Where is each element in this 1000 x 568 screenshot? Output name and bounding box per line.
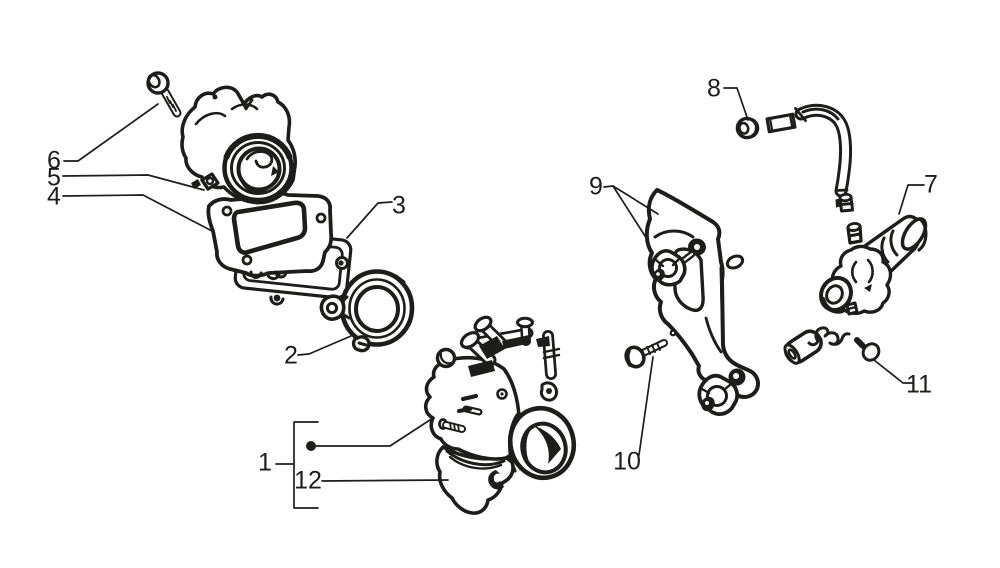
callout-9: 9 — [589, 172, 603, 201]
leader-1-line — [315, 417, 434, 447]
callout-12: 12 — [294, 466, 322, 495]
leader-6 — [63, 103, 159, 162]
leader-10 — [638, 356, 654, 456]
callout-7: 7 — [924, 170, 938, 199]
callout-10: 10 — [613, 447, 641, 476]
callout-1: 1 — [258, 448, 272, 477]
fuel-hose-drawing — [735, 103, 854, 213]
leader-1-dot — [306, 441, 316, 451]
callout-8: 8 — [707, 74, 721, 103]
leader-12 — [321, 479, 449, 482]
callout-4: 4 — [47, 182, 61, 211]
carburetor-drawing — [423, 315, 577, 515]
intake-elbow-drawing — [819, 214, 928, 316]
support-bracket-drawing — [644, 188, 760, 416]
leader-5 — [62, 174, 205, 191]
cover-screw-drawing — [146, 71, 648, 348]
callout-11: 11 — [906, 370, 932, 399]
callout-leader-lines — [62, 87, 925, 509]
leader-1-bracket — [293, 421, 319, 509]
retaining-clip-drawing — [191, 172, 220, 191]
spring-clip-drawing — [807, 326, 851, 347]
callout-5: 5 — [47, 163, 61, 192]
roller-pin-drawing — [783, 329, 823, 365]
leader-7 — [898, 184, 925, 215]
small-screw-drawing — [854, 337, 881, 362]
callout-2: 2 — [284, 341, 298, 370]
leader-8 — [723, 87, 749, 121]
spacer-plate-drawing — [206, 191, 334, 281]
bracket-screw-drawing — [624, 339, 668, 369]
leader-11 — [873, 359, 914, 384]
leader-9b — [612, 185, 646, 237]
leader-4 — [62, 194, 213, 232]
callout-6: 6 — [47, 146, 61, 175]
leader-2 — [297, 335, 352, 356]
leader-3 — [346, 201, 393, 239]
clamp-ring-drawing — [319, 269, 415, 353]
callout-3: 3 — [392, 191, 406, 220]
